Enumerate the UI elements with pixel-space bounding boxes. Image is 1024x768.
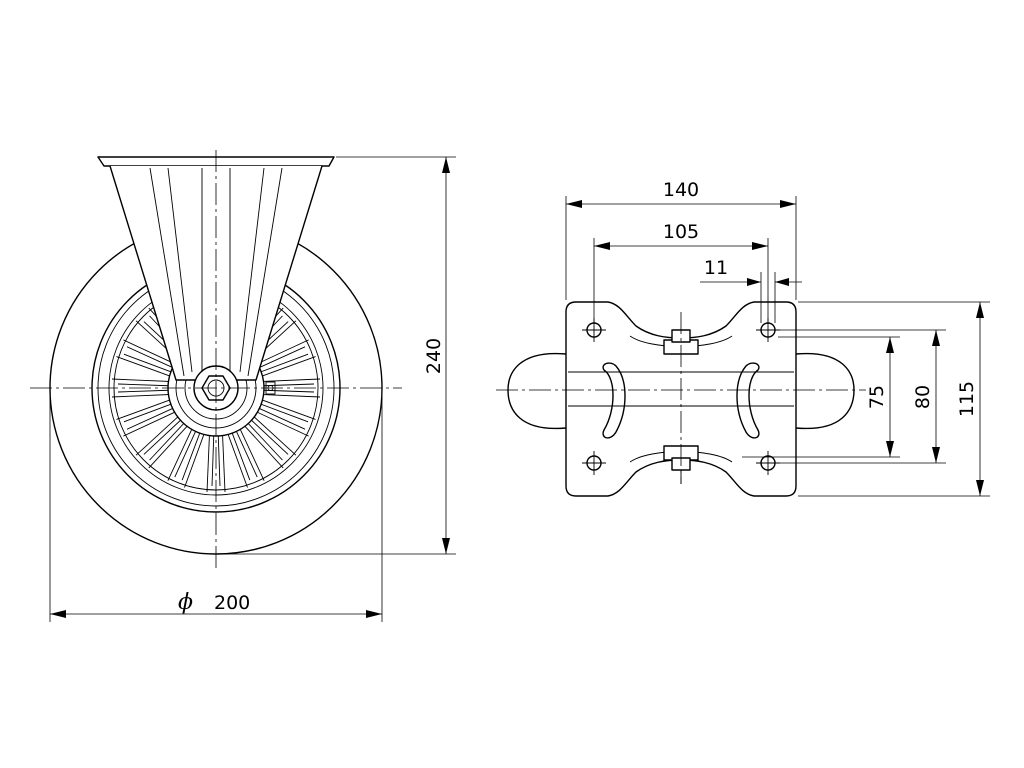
plate-slots — [602, 362, 760, 439]
height-dimension: 240 — [218, 156, 456, 555]
diameter-symbol: ϕ — [178, 590, 193, 615]
diameter-dimension: ϕ 200 — [49, 390, 383, 622]
hole-spacing-width-b-label: 80 — [912, 385, 934, 409]
hole-diameter-dimension-11: 11 — [700, 257, 802, 323]
width-dimension-115: 115 — [798, 301, 990, 497]
side-view: ϕ 200 240 — [30, 150, 456, 622]
plate-width-label: 115 — [956, 381, 978, 417]
overall-height-label: 240 — [423, 338, 445, 374]
length-dimension-140: 140 — [565, 179, 797, 300]
side-centerlines — [30, 150, 402, 570]
hole-spacing-dimension-105: 105 — [593, 221, 769, 322]
hole-spacing-length-label: 105 — [663, 221, 699, 243]
wheel-diameter-label: 200 — [214, 592, 250, 614]
width-dimension-80: 80 — [778, 329, 946, 464]
hole-diameter-label: 11 — [704, 257, 728, 279]
top-centerlines — [496, 312, 866, 484]
hole-spacing-width-a-label: 75 — [866, 385, 888, 409]
top-view: 140 105 11 75 — [496, 179, 990, 497]
plate-length-label: 140 — [663, 179, 699, 201]
width-dimension-75: 75 — [742, 336, 900, 458]
wheel-tread — [507, 352, 855, 430]
